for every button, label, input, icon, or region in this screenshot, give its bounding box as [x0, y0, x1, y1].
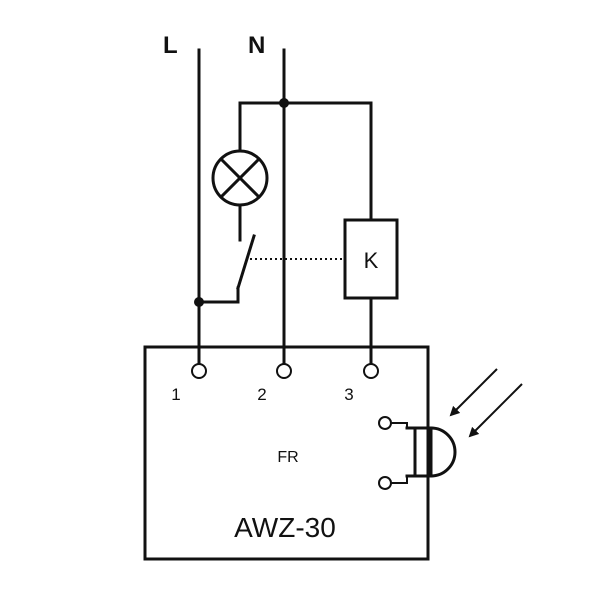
lamp-icon: [211, 149, 269, 207]
label-neutral: N: [248, 32, 265, 59]
terminal-1-label: 1: [171, 385, 180, 404]
terminal-1: [191, 363, 207, 379]
terminal-2-label: 2: [257, 385, 266, 404]
model-label: AWZ-30: [234, 512, 336, 543]
photosensor-icon: [378, 416, 457, 490]
terminal-2: [276, 363, 292, 379]
wire-top-bus: [238, 101, 373, 222]
sensor-label: FR: [277, 449, 298, 466]
label-line: L: [163, 32, 178, 59]
junction-line: [194, 297, 204, 307]
terminal-3: [363, 363, 379, 379]
relay-contact-switch: [197, 234, 256, 304]
incoming-light-icon: [449, 368, 523, 438]
junction-neutral: [279, 98, 289, 108]
terminal-3-label: 3: [344, 385, 353, 404]
device-housing: [143, 345, 430, 561]
relay-label: K: [364, 248, 379, 273]
